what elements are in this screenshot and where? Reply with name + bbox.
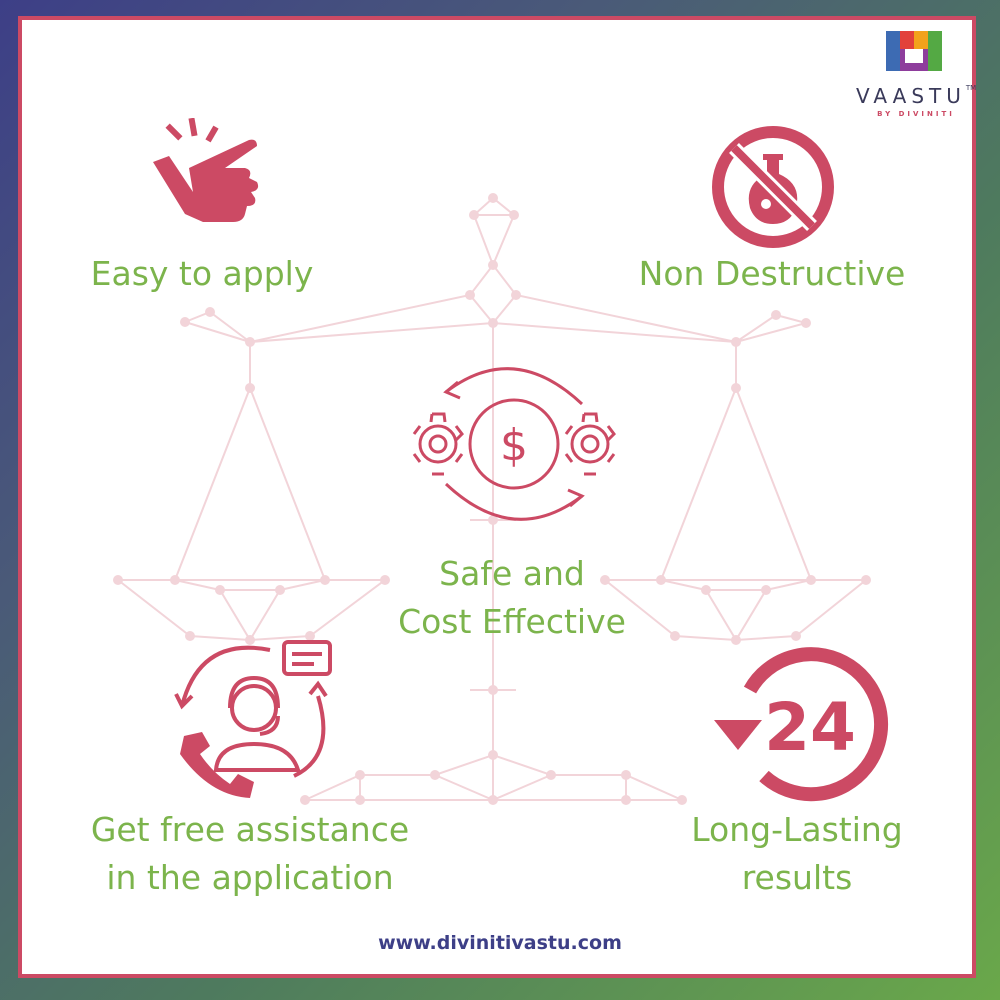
- tap-hand-icon: [153, 118, 259, 222]
- logo-block-orange: [914, 31, 928, 49]
- feature-longlasting-line-2: results: [741, 858, 853, 897]
- logo-block-green: [928, 31, 942, 71]
- feature-nondestructive-label: Non Destructive: [612, 250, 932, 298]
- feature-assistance-label: Get free assistance in the application: [60, 806, 440, 902]
- feature-safe-line-2: Cost Effective: [398, 602, 626, 641]
- no-chemical-icon: [712, 126, 834, 248]
- gears-dollar-cycle-icon: $: [412, 367, 616, 521]
- brand-subtitle: BY DIVINITI: [877, 110, 955, 118]
- feature-assistance-line-2: in the application: [106, 858, 394, 897]
- right-gear-icon: [564, 412, 616, 476]
- brand-trademark: TM: [965, 84, 977, 92]
- logo-block-red: [900, 31, 914, 49]
- vaastu-logo-icon: [886, 31, 942, 71]
- logo-block-blue: [886, 31, 900, 71]
- 24-hours-text: 24: [764, 689, 856, 766]
- feature-assistance-line-1: Get free assistance: [90, 810, 410, 849]
- brand-name: VAASTUTM: [856, 84, 977, 108]
- dollar-symbol: $: [500, 420, 528, 471]
- support-agent-icon: [174, 640, 332, 798]
- website-link[interactable]: www.divinitivastu.com: [378, 932, 622, 954]
- feature-safe-label: Safe and Cost Effective: [362, 550, 662, 646]
- 24-hour-icon: 24: [714, 647, 889, 802]
- feature-easy-line-1: Easy to apply: [90, 254, 314, 293]
- feature-longlasting-line-1: Long-Lasting: [691, 810, 903, 849]
- feature-longlasting-label: Long-Lasting results: [647, 806, 947, 902]
- left-gear-icon: [412, 412, 464, 476]
- feature-nondestructive-line-1: Non Destructive: [638, 254, 906, 293]
- feature-safe-line-1: Safe and: [439, 554, 585, 593]
- feature-easy-label: Easy to apply: [52, 250, 352, 298]
